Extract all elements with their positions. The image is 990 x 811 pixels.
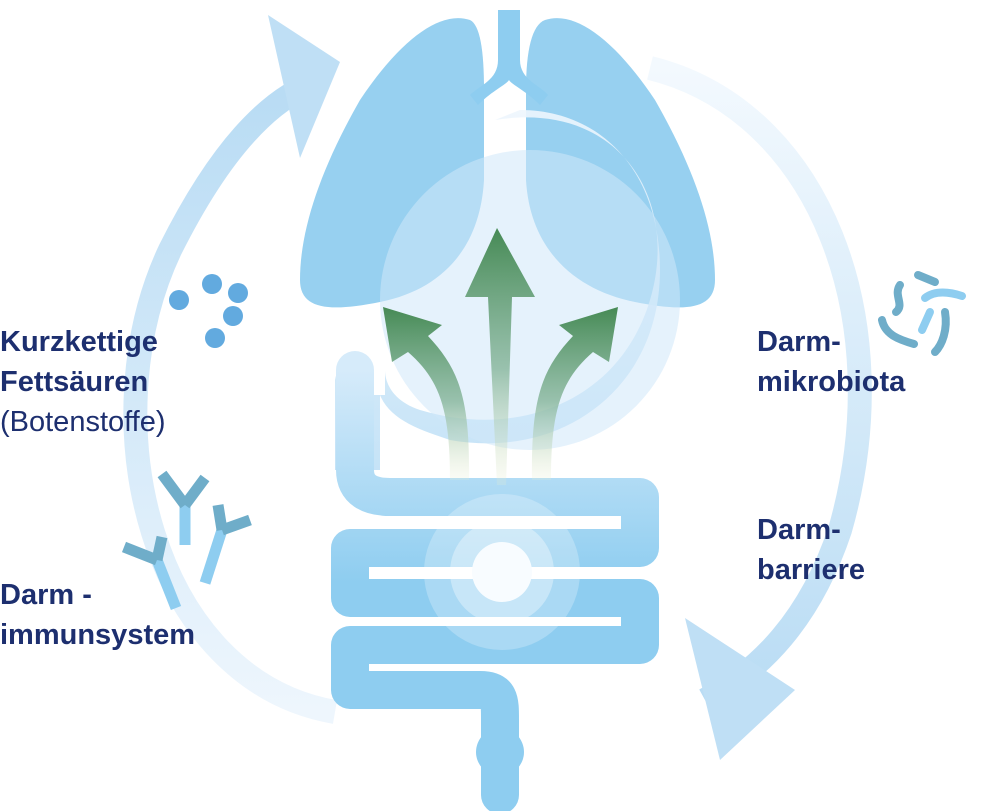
arrow-right bbox=[531, 307, 618, 480]
absorption-glow bbox=[424, 494, 580, 650]
label-line: Darm - bbox=[0, 579, 92, 611]
label-line: Darm- bbox=[757, 326, 841, 358]
label-line: Fettsäuren bbox=[0, 366, 149, 398]
label-subtitle: (Botenstoffe) bbox=[0, 406, 166, 438]
arrow-left bbox=[383, 307, 470, 480]
label-short-chain-fatty-acids: Kurzkettige Fettsäuren (Botenstoffe) bbox=[0, 322, 166, 442]
green-arrows bbox=[383, 228, 618, 485]
label-line: barriere bbox=[757, 554, 866, 586]
label-gut-barrier: Darm- barriere bbox=[757, 510, 865, 590]
cycle-arrow-left bbox=[123, 15, 340, 724]
arrow-center bbox=[465, 228, 535, 485]
label-line: mikrobiota bbox=[757, 366, 906, 398]
intestine-end bbox=[476, 728, 524, 776]
cycle-arrow-right bbox=[647, 56, 872, 760]
microbiota-bacteria-icon bbox=[878, 271, 966, 356]
label-line: immunsystem bbox=[0, 619, 196, 651]
label-line: Darm- bbox=[757, 514, 841, 546]
label-gut-microbiota: Darm- mikrobiota bbox=[757, 322, 905, 402]
antibody-icons bbox=[121, 470, 252, 611]
label-line: Kurzkettige bbox=[0, 326, 158, 358]
label-gut-immune-system: Darm - immunsystem bbox=[0, 575, 195, 655]
fatty-acid-dots-icon bbox=[169, 274, 248, 348]
